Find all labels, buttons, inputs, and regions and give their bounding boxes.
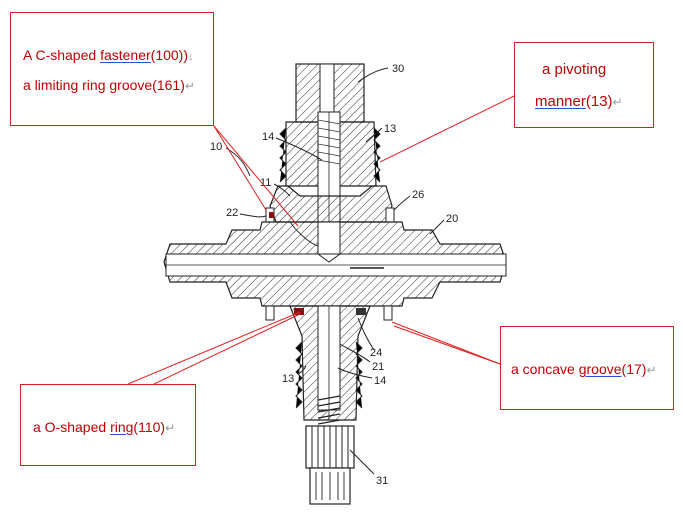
main-body [163,221,507,307]
callout-text: a O-shaped ring(110)↵ [33,419,175,435]
callout-line-1: a pivoting [542,61,606,78]
ref-11: 11 [260,177,271,189]
text-line: a pivoting [542,61,607,78]
callout-line-1: A C-shaped fastener(100))↓ [23,47,194,63]
text-prefix: a O-shaped [33,419,111,435]
paragraph-mark: ↵ [165,421,176,435]
text-line: a limiting ring groove(161) [23,77,185,93]
callout-line-2: a limiting ring groove(161)↵ [23,77,195,93]
numeral-leaders [225,67,445,475]
ref-22: 22 [226,207,238,219]
ref-10: 10 [210,141,222,153]
ref-30: 30 [392,63,404,75]
text-underlined: ring [110,419,134,435]
upper-flange [265,185,395,223]
ref-21: 21 [372,361,384,373]
text-prefix: a concave [511,361,579,377]
paragraph-mark: ↵ [184,79,195,93]
text-prefix: A C-shaped [23,47,101,63]
ref-26: 26 [412,189,424,201]
callout-pivoting-manner: a pivoting manner(13)↵ [514,42,654,128]
line-break-mark: ↓ [188,49,195,63]
ref-14-lower: 14 [374,375,386,387]
callout-leaders [127,95,515,385]
text-underlined: fastener [100,47,151,63]
callout-o-shaped-ring: a O-shaped ring(110)↵ [20,384,196,466]
callout-concave-groove: a concave groove(17)↵ [500,326,674,410]
ref-24: 24 [370,347,382,359]
bottom-nut [305,425,355,505]
ref-13-upper: 13 [384,123,396,135]
text-suffix: (13) [585,93,613,110]
text-suffix: (100)) [150,47,189,63]
ref-13-lower: 13 [282,373,294,385]
callout-c-shaped-fastener: A C-shaped fastener(100))↓ a limiting ri… [10,12,214,126]
ref-14-upper: 14 [262,131,274,143]
ref-31: 31 [376,475,388,487]
paragraph-mark: ↵ [612,95,623,109]
paragraph-mark: ↵ [646,363,657,377]
callout-line-2: manner(13)↵ [535,93,623,110]
text-suffix: (17) [621,361,647,377]
callout-text: a concave groove(17)↵ [511,361,657,377]
text-underlined: manner [535,93,586,110]
text-suffix: (110) [133,419,166,435]
lower-stem [289,305,371,425]
ref-20: 20 [446,213,458,225]
text-underlined: groove [578,361,622,377]
